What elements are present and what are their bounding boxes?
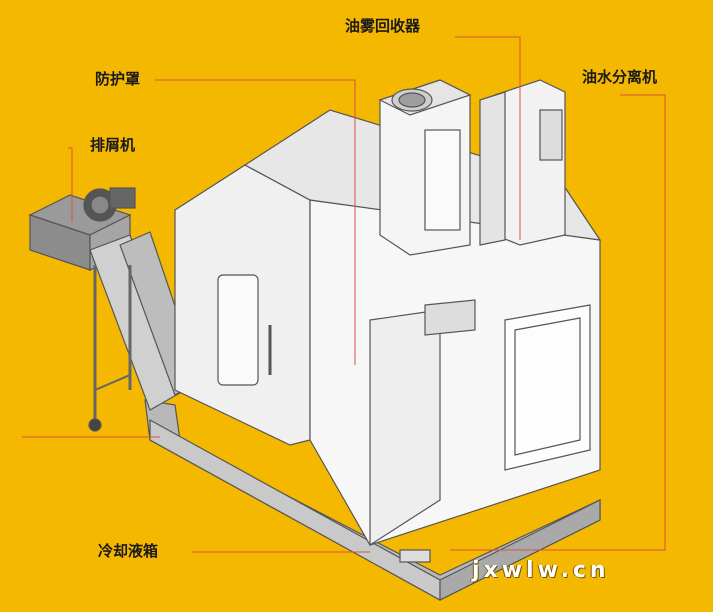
label-oil-water-separator: 油水分离机 (582, 68, 658, 86)
callout-line-chip-conveyor (68, 147, 73, 165)
callout-line-guard (155, 79, 356, 365)
label-guard: 防护罩 (95, 70, 141, 88)
label-coolant-tank: 冷却液箱 (98, 542, 159, 560)
callout-lines (22, 36, 666, 553)
label-chip-conveyor: 排屑机 (90, 136, 136, 154)
chip-conveyor-illustration (28, 187, 201, 432)
watermark: jxwlw.cn (472, 558, 610, 583)
oil-water-separator-illustration (479, 79, 566, 246)
oil-mist-collector-illustration (378, 79, 472, 256)
callout-line-oil-mist-collector (455, 36, 521, 240)
callout-line-oil-water-separator (450, 94, 666, 551)
label-oil-mist-collector: 油雾回收器 (345, 17, 421, 35)
